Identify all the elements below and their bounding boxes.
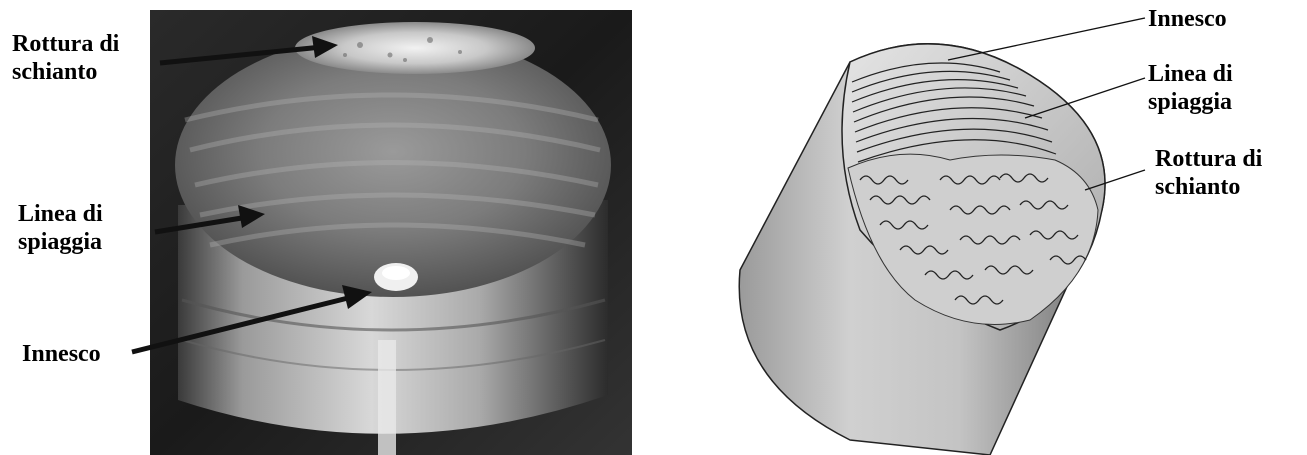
label-innesco-diagram: Innesco [1148, 5, 1227, 33]
fracture-photo-panel: Rottura di schianto Linea di spiaggia In… [0, 0, 640, 455]
label-rottura-photo: Rottura di schianto [12, 30, 119, 86]
label-linea-photo: Linea di spiaggia [18, 200, 103, 256]
keyway-groove [378, 340, 396, 455]
label-rottura-diagram: Rottura di schianto [1155, 145, 1262, 201]
label-linea-diagram: Linea di spiaggia [1148, 60, 1233, 116]
leader-innesco [948, 18, 1145, 60]
fracture-diagram-panel: Innesco Linea di spiaggia Rottura di sch… [700, 0, 1307, 455]
label-innesco-photo: Innesco [22, 340, 101, 368]
